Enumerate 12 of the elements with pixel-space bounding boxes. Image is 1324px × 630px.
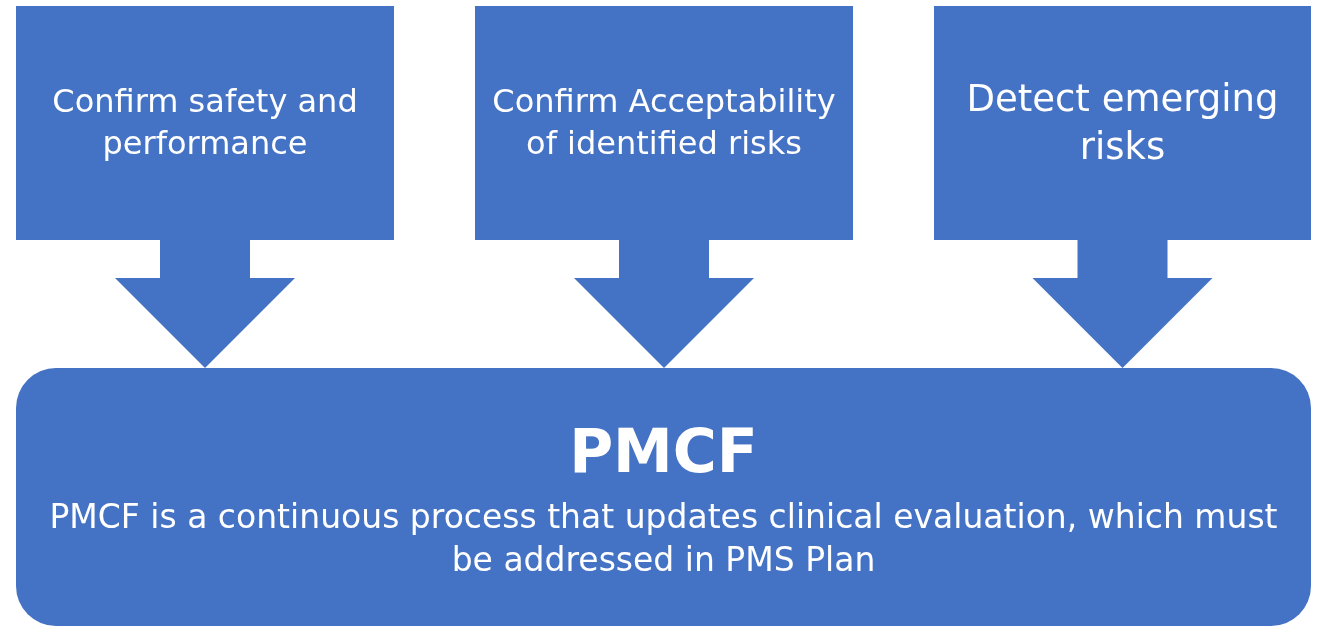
box-label: Confirm Acceptability of identified risks <box>491 81 837 164</box>
panel-description: PMCF is a continuous process that updates clinical evaluation, which must be addressed in PMS Plan <box>48 496 1279 581</box>
block-arrow <box>574 240 754 368</box>
box-label: Confirm safety and performance <box>51 81 359 164</box>
block-arrow <box>1032 240 1213 368</box>
block-arrow <box>115 240 295 368</box>
box-label: Detect emerging risks <box>965 75 1280 170</box>
panel-heading: PMCF <box>569 415 758 489</box>
process-panel <box>16 368 1311 626</box>
goal-box <box>16 6 394 240</box>
goal-box <box>475 6 853 240</box>
goal-box <box>934 6 1311 240</box>
